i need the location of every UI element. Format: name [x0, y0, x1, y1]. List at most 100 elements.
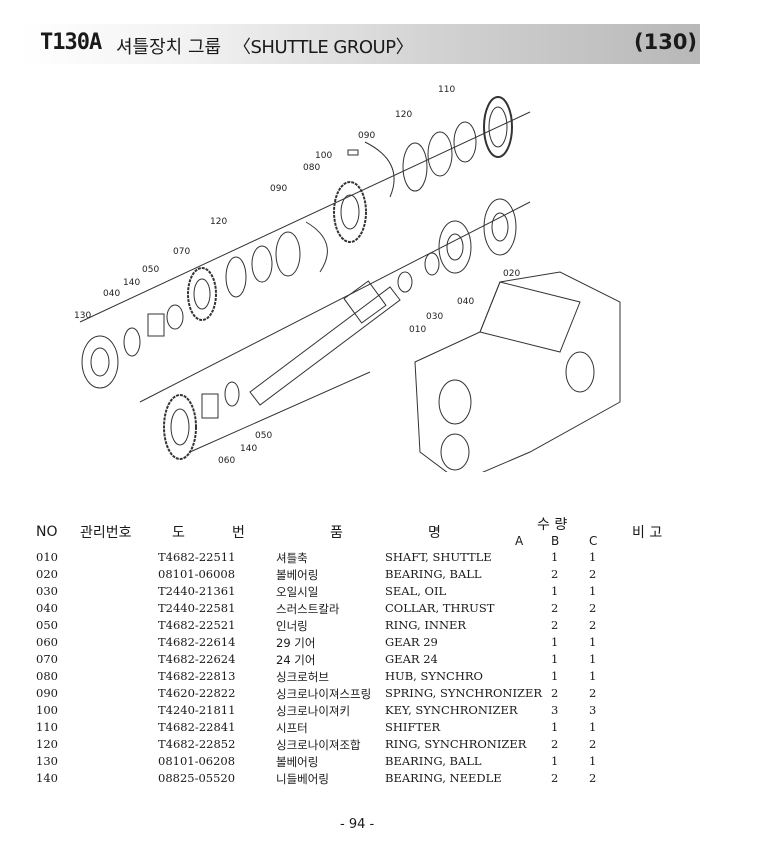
callout-120: 120 [395, 110, 412, 120]
callout-010: 010 [409, 325, 426, 335]
part-number-index: 020 [36, 567, 58, 581]
callout-050: 050 [255, 431, 272, 441]
part-code: T4682-22614 [158, 635, 236, 649]
col-header-mgmt-no: 관리번호 [80, 525, 132, 541]
qty-b: 2 [551, 601, 559, 615]
qty-c: 2 [589, 686, 597, 700]
qty-c: 1 [589, 635, 597, 649]
part-name-english: GEAR 29 [385, 635, 438, 649]
group-title-korean: 셔틀장치 그룹 [116, 37, 222, 58]
part-name-english: SHIFTER [385, 720, 441, 734]
title-banner [20, 24, 700, 64]
page-number: - 94 - [340, 817, 375, 832]
callout-110: 110 [438, 85, 455, 95]
callout-060: 060 [218, 456, 235, 466]
callout-080: 080 [303, 163, 320, 173]
col-header-qty-b: B [551, 534, 560, 548]
qty-b: 1 [551, 652, 559, 666]
col-header-qty: 수 량 [537, 517, 568, 533]
qty-c: 1 [589, 652, 597, 666]
callout-090: 090 [270, 184, 287, 194]
part-code: 08825-05520 [158, 771, 236, 785]
part-number-index: 050 [36, 618, 58, 632]
callout-070: 070 [173, 247, 190, 257]
part-number-index: 140 [36, 771, 58, 785]
callout-120: 120 [210, 217, 227, 227]
table-row: 050 T4682-22521 인너링 RING, INNER 2 2 [0, 617, 759, 634]
part-name-english: BEARING, BALL [385, 567, 482, 581]
part-code: T4682-22852 [158, 737, 236, 751]
part-number-index: 090 [36, 686, 58, 700]
qty-b: 1 [551, 550, 559, 564]
part-name-korean: 싱크로나이져키 [276, 704, 351, 718]
callout-040: 040 [457, 297, 474, 307]
part-number-index: 080 [36, 669, 58, 683]
part-name-english: BEARING, NEEDLE [385, 771, 502, 785]
callout-140: 140 [123, 278, 140, 288]
part-name-korean: 인너링 [276, 619, 308, 633]
part-number-index: 030 [36, 584, 58, 598]
callout-040: 040 [103, 289, 120, 299]
group-page-code: (130) [634, 30, 698, 54]
part-code: T4682-22521 [158, 618, 236, 632]
part-name-english: RING, SYNCHRONIZER [385, 737, 527, 751]
part-code: T4682-22624 [158, 652, 236, 666]
qty-c: 2 [589, 737, 597, 751]
part-name-english: COLLAR, THRUST [385, 601, 495, 615]
qty-b: 2 [551, 618, 559, 632]
part-name-english: SEAL, OIL [385, 584, 447, 598]
part-name-korean: 24 기어 [276, 653, 316, 667]
part-name-korean: 셔틀축 [276, 551, 308, 565]
part-code: T2440-22581 [158, 601, 236, 615]
part-number-index: 040 [36, 601, 58, 615]
qty-c: 1 [589, 669, 597, 683]
callout-140: 140 [240, 444, 257, 454]
part-code: 08101-06208 [158, 754, 236, 768]
qty-b: 2 [551, 567, 559, 581]
part-name-korean: 싱크로나이져스프링 [276, 687, 372, 701]
callout-030: 030 [426, 312, 443, 322]
callout-100: 100 [315, 151, 332, 161]
part-name-korean: 스러스트칼라 [276, 602, 340, 616]
qty-b: 2 [551, 771, 559, 785]
qty-b: 1 [551, 720, 559, 734]
qty-c: 2 [589, 567, 597, 581]
col-header-part-no-2: 번 [232, 525, 245, 541]
part-code: T4682-22841 [158, 720, 236, 734]
group-title-english: 〈SHUTTLE GROUP〉 [233, 37, 414, 58]
part-number-index: 070 [36, 652, 58, 666]
part-number-index: 120 [36, 737, 58, 751]
part-number-index: 010 [36, 550, 58, 564]
part-name-english: HUB, SYNCHRO [385, 669, 483, 683]
part-code: T4240-21811 [158, 703, 236, 717]
qty-c: 2 [589, 618, 597, 632]
part-number-index: 060 [36, 635, 58, 649]
qty-b: 1 [551, 635, 559, 649]
part-code: T4682-22511 [158, 550, 236, 564]
part-name-korean: 오일시일 [276, 585, 319, 599]
table-row: 120 T4682-22852 싱크로나이져조합 RING, SYNCHRONIZER… [0, 736, 759, 753]
part-name-korean: 싱크로나이져조합 [276, 738, 361, 752]
callout-090: 090 [358, 131, 375, 141]
col-header-qty-a: A [515, 534, 524, 548]
qty-c: 1 [589, 584, 597, 598]
col-header-name-2: 명 [428, 525, 441, 541]
col-header-name-1: 품 [330, 525, 343, 541]
part-name-english: RING, INNER [385, 618, 467, 632]
qty-b: 3 [551, 703, 559, 717]
part-name-korean: 볼베어링 [276, 755, 319, 769]
qty-b: 1 [551, 754, 559, 768]
qty-b: 2 [551, 737, 559, 751]
col-header-no: NO [36, 524, 58, 540]
qty-c: 1 [589, 720, 597, 734]
part-name-korean: 싱크로허브 [276, 670, 329, 684]
exploded-parts-diagram: 110 120 090 100 080 090 120 070 050 140 … [74, 85, 621, 472]
qty-c: 1 [589, 754, 597, 768]
